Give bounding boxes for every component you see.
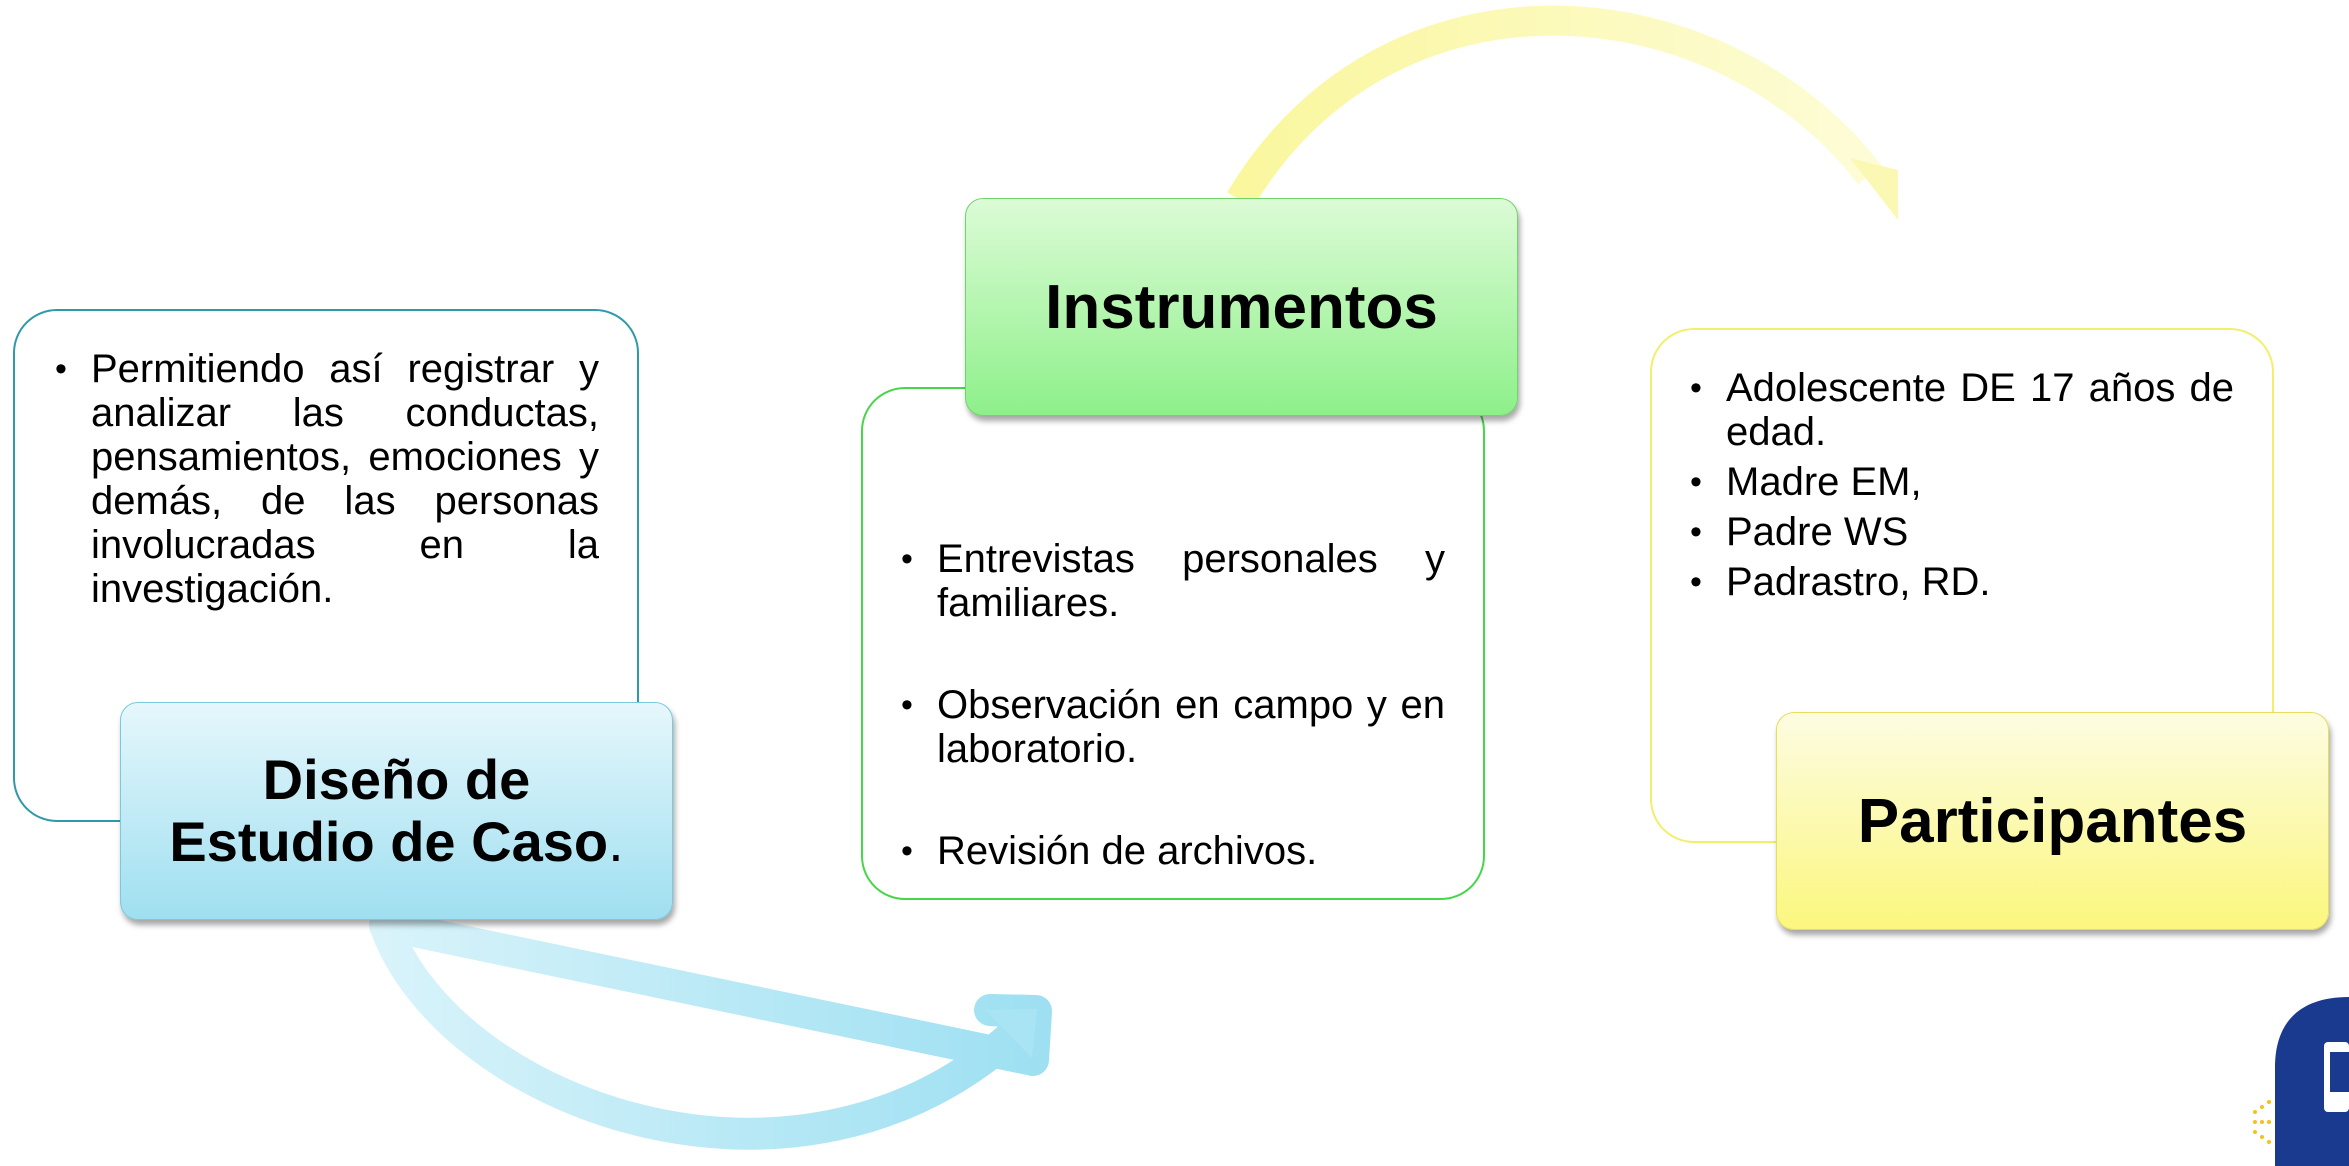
- design-title-period: .: [608, 810, 624, 873]
- arrow-design-to-instruments-head: [985, 1009, 1037, 1058]
- instruments-details-box: Entrevistas personales y familiares. Obs…: [861, 387, 1485, 900]
- instruments-title-box: Instrumentos: [965, 198, 1518, 416]
- instruments-bullet: Entrevistas personales y familiares.: [899, 537, 1445, 625]
- design-title-box: Diseño de Estudio de Caso.: [120, 702, 673, 920]
- design-bullet: Permitiendo así registrar y analizar las…: [53, 347, 599, 611]
- arrow-instruments-to-participants-head: [1850, 158, 1898, 220]
- arrow-design-to-instruments: [369, 909, 1052, 1150]
- instruments-bullet: Revisión de archivos.: [899, 829, 1445, 873]
- participants-bullet: Padrastro, RD.: [1688, 560, 2234, 604]
- design-title: Diseño de: [262, 748, 531, 811]
- instruments-title: Instrumentos: [1045, 272, 1438, 342]
- participants-bullet: Madre EM,: [1688, 460, 2234, 504]
- arrow-instruments-to-participants: [1227, 5, 1882, 208]
- participants-title: Participantes: [1857, 786, 2248, 856]
- design-title-line2: Estudio de Caso: [169, 810, 609, 873]
- participants-title-box: Participantes: [1776, 712, 2329, 930]
- university-logo: [2253, 997, 2349, 1166]
- instruments-bullet: Observación en campo y en laboratorio.: [899, 683, 1445, 771]
- participants-bullet: Padre WS: [1688, 510, 2234, 554]
- participants-bullet: Adolescente DE 17 años de edad.: [1688, 366, 2234, 454]
